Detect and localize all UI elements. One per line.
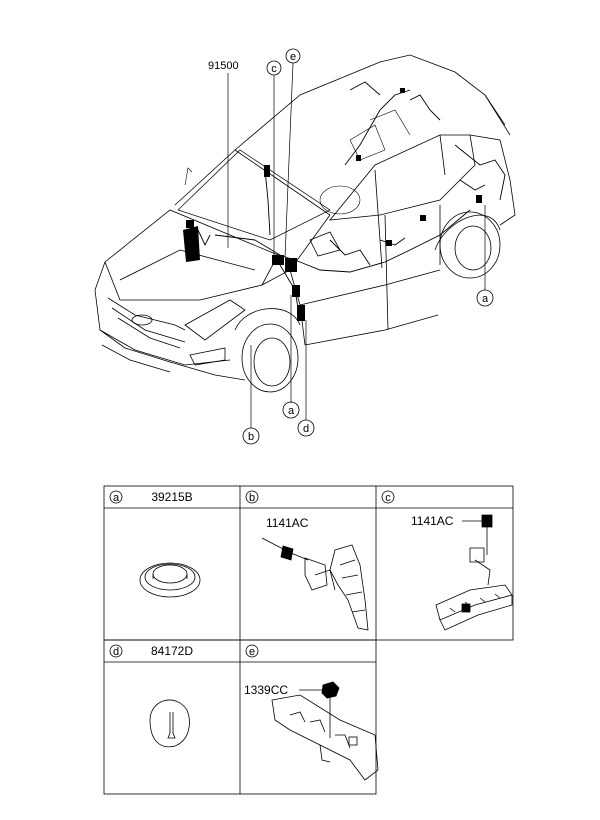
- cell-e-nut-label: 1339CC: [244, 683, 288, 697]
- cell-d-letter: d: [113, 646, 119, 658]
- nut-bracket-e-illustration: [271, 681, 379, 781]
- leader-lines: [227, 62, 486, 428]
- parts-table: [103, 485, 514, 795]
- callout-d: d: [303, 423, 309, 435]
- cell-a-letter: a: [113, 492, 120, 504]
- cell-a-part-number: 39215B: [151, 490, 192, 504]
- main-part-number: 91500: [208, 60, 239, 72]
- grommet-84172d-illustration: [149, 699, 190, 748]
- wiring-harness: [189, 81, 506, 321]
- callout-c: c: [271, 63, 277, 75]
- connectors: [183, 88, 482, 321]
- callout-a-right: a: [482, 293, 489, 305]
- callout-circles: [242, 48, 494, 445]
- cell-b-letter: b: [249, 492, 255, 504]
- callout-a-left: a: [288, 405, 295, 417]
- cell-d-part-number: 84172D: [151, 644, 193, 658]
- callout-e: e: [290, 51, 296, 63]
- bolt-bracket-b-illustration: [261, 537, 369, 631]
- bolt-bracket-c-illustration: [435, 514, 513, 631]
- callout-b: b: [248, 431, 254, 443]
- cell-c-bolt-label: 1141AC: [411, 514, 454, 528]
- vehicle-illustration: [94, 54, 516, 393]
- plug-39215b-illustration: [139, 562, 201, 598]
- cell-b-bolt-label: 1141AC: [266, 516, 309, 530]
- cell-e-letter: e: [249, 646, 255, 658]
- cell-c-letter: c: [385, 492, 391, 504]
